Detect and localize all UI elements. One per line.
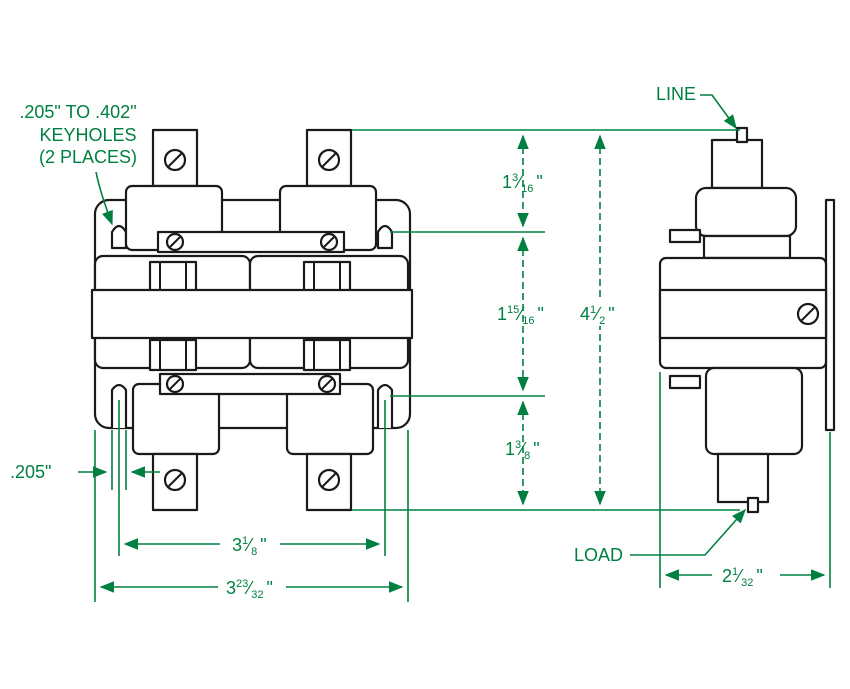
side-line-terminal <box>710 138 764 190</box>
side-upper-screw <box>668 228 702 244</box>
dim-mount-width: 31⁄8" <box>232 535 267 558</box>
dimension-lines <box>78 94 831 602</box>
line-label: LINE <box>656 84 696 104</box>
side-lower-housing <box>704 366 804 456</box>
keyhole-top-left <box>110 224 128 250</box>
nut-upper-left <box>148 260 198 294</box>
dim-total-height: 41⁄2" <box>580 304 615 327</box>
nut-lower-right <box>302 338 352 372</box>
side-lower-screw <box>668 374 702 390</box>
slot-label: .205" <box>10 462 51 482</box>
keyhole-top-right <box>376 224 394 250</box>
keyhole-label-line1: .205" TO .402" <box>19 102 136 122</box>
dim-top-gap: 13⁄16" <box>502 172 543 195</box>
side-line-stud <box>735 126 749 144</box>
nut-upper-right <box>302 260 352 294</box>
front-view <box>90 128 414 512</box>
side-load-terminal <box>716 452 770 504</box>
nut-lower-left <box>148 338 198 372</box>
dim-total-width: 323⁄32" <box>226 578 273 601</box>
side-view <box>658 126 836 514</box>
side-load-stud <box>746 496 760 514</box>
center-band <box>90 288 414 340</box>
keyhole-label-line3: (2 PLACES) <box>39 147 137 167</box>
side-mounting-plate <box>824 198 836 432</box>
dim-mid-gap: 115⁄16" <box>497 304 544 327</box>
side-upper-housing <box>694 186 798 238</box>
dim-side-depth: 21⁄32" <box>722 566 763 589</box>
upper-bus-bar <box>156 230 346 254</box>
side-upper-neck <box>702 234 792 260</box>
labels: .205" TO .402" KEYHOLES (2 PLACES) LINE … <box>10 84 763 601</box>
lower-bus-bar <box>158 372 342 396</box>
keyhole-label-line2: KEYHOLES <box>39 125 136 145</box>
load-label: LOAD <box>574 545 623 565</box>
dim-bottom-gap: 13⁄8" <box>505 439 540 462</box>
